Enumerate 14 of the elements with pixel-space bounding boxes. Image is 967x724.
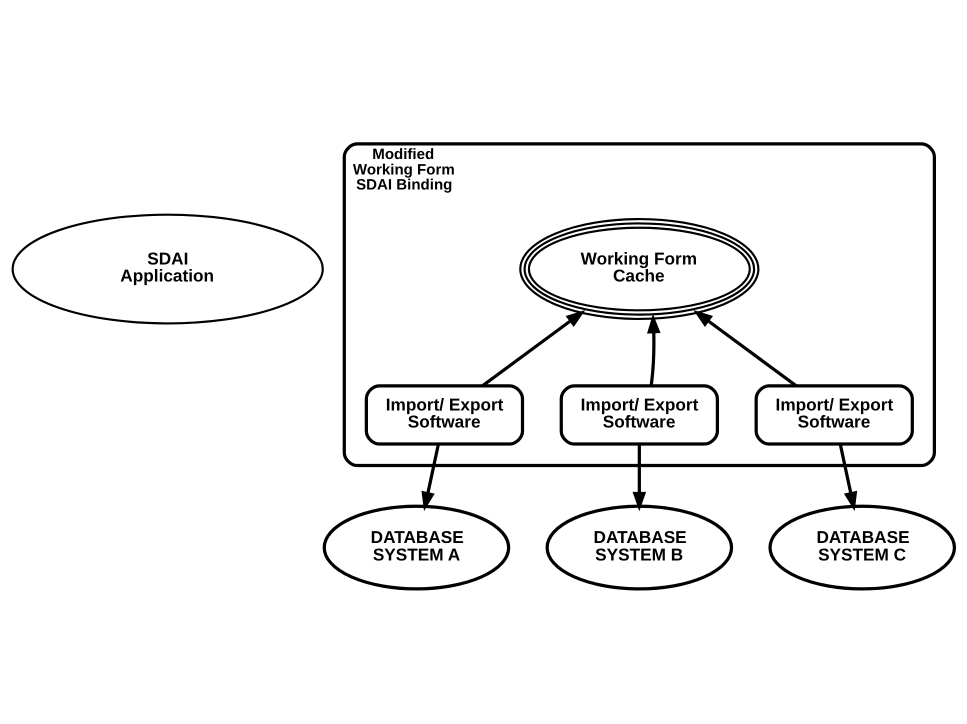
- arrow: [632, 444, 646, 512]
- arrow: [838, 444, 858, 512]
- arrow: [647, 314, 661, 386]
- node-ellipse: Working Form Cache: [519, 218, 760, 320]
- node-box: Import/ Export Software: [754, 384, 914, 446]
- arrow: [693, 310, 798, 388]
- node-box: Import/ Export Software: [364, 384, 524, 446]
- arrow: [482, 310, 586, 388]
- node-ellipse: DATABASE SYSTEM A: [322, 504, 510, 590]
- arrow: [421, 444, 440, 512]
- node-ellipse: DATABASE SYSTEM B: [546, 504, 734, 590]
- node-box: Import/ Export Software: [560, 384, 720, 446]
- node-ellipse: SDAI Application: [12, 214, 324, 324]
- node-ellipse: DATABASE SYSTEM C: [768, 504, 956, 590]
